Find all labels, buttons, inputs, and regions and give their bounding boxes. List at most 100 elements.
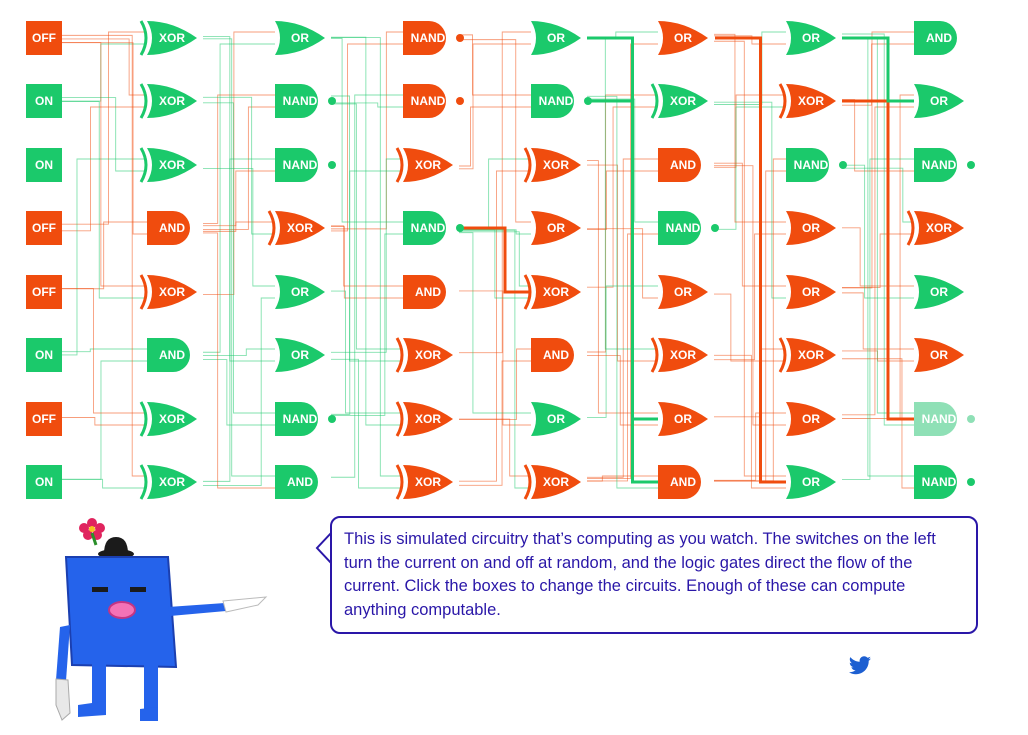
gate-label: OR — [674, 412, 692, 426]
switch-3[interactable]: ON — [26, 148, 62, 182]
switch-1[interactable]: OFF — [26, 21, 62, 55]
gate-c5-r6[interactable]: XOR — [650, 337, 708, 373]
switch-5[interactable]: OFF — [26, 275, 62, 309]
wire — [62, 348, 147, 353]
wire — [714, 412, 786, 481]
gate-c6-r5[interactable]: OR — [786, 275, 836, 309]
gate-c1-r6[interactable]: AND — [147, 338, 190, 372]
gate-c4-r3[interactable]: XOR — [523, 147, 581, 183]
wire — [331, 225, 403, 287]
gate-c6-r6[interactable]: XOR — [778, 337, 836, 373]
gate-c1-r1[interactable]: XOR — [139, 20, 197, 56]
gate-c4-r1[interactable]: OR — [531, 21, 581, 55]
gate-c3-r1[interactable]: NAND — [403, 21, 464, 55]
wire — [62, 42, 147, 235]
gate-c7-r7[interactable]: NAND — [914, 402, 975, 436]
gate-c5-r5[interactable]: OR — [658, 275, 708, 309]
gate-c5-r3[interactable]: AND — [658, 148, 701, 182]
gate-c5-r4[interactable]: NAND — [658, 211, 719, 245]
switch-4[interactable]: OFF — [26, 211, 62, 245]
gate-c2-r8[interactable]: AND — [275, 465, 318, 499]
gate-c1-r8[interactable]: XOR — [139, 464, 197, 500]
gate-c4-r2[interactable]: NAND — [531, 84, 592, 118]
gate-c1-r5[interactable]: XOR — [139, 274, 197, 310]
gate-c3-r4[interactable]: NAND — [403, 211, 464, 245]
gate-c3-r3[interactable]: XOR — [395, 147, 453, 183]
wire — [459, 360, 531, 486]
gate-c2-r7[interactable]: NAND — [275, 402, 336, 436]
gate-c6-r3[interactable]: NAND — [786, 148, 847, 182]
switch-8[interactable]: ON — [26, 465, 62, 499]
wire — [331, 358, 403, 489]
gate-c4-r5[interactable]: XOR — [523, 274, 581, 310]
wire — [331, 290, 403, 414]
wire — [842, 292, 914, 350]
wire — [203, 102, 275, 414]
switch-7[interactable]: OFF — [26, 402, 62, 436]
gate-label: XOR — [415, 475, 441, 489]
gate-c7-r4[interactable]: XOR — [906, 210, 964, 246]
hat-icon — [98, 537, 134, 559]
gate-c1-r2[interactable]: XOR — [139, 83, 197, 119]
gate-c7-r6[interactable]: OR — [914, 338, 964, 372]
gate-c5-r1[interactable]: OR — [658, 21, 708, 55]
gate-c2-r1[interactable]: OR — [275, 21, 325, 55]
wire — [331, 95, 403, 362]
gate-c7-r3[interactable]: NAND — [914, 148, 975, 182]
wire — [714, 31, 786, 105]
gate-c2-r5[interactable]: OR — [275, 275, 325, 309]
gate-c7-r8[interactable]: NAND — [914, 465, 975, 499]
gate-c1-r4[interactable]: AND — [147, 211, 190, 245]
gate-c3-r8[interactable]: XOR — [395, 464, 453, 500]
gate-c4-r4[interactable]: OR — [531, 211, 581, 245]
gate-label: OR — [802, 285, 820, 299]
gate-label: NAND — [539, 94, 574, 108]
gate-c3-r2[interactable]: NAND — [403, 84, 464, 118]
gate-c4-r6[interactable]: AND — [531, 338, 574, 372]
wire — [459, 39, 531, 223]
gate-c1-r3[interactable]: XOR — [139, 147, 197, 183]
gate-c6-r8[interactable]: OR — [786, 465, 836, 499]
gate-label: OR — [547, 31, 565, 45]
twitter-icon[interactable] — [848, 655, 872, 677]
circuit-board: OFF ON ON OFF OFF ON OFF ON XOR XOR XOR AND XOR AND X… — [26, 20, 975, 500]
switch-2[interactable]: ON — [26, 84, 62, 118]
gate-c7-r5[interactable]: OR — [914, 275, 964, 309]
gate-c6-r2[interactable]: XOR — [778, 83, 836, 119]
gate-c7-r2[interactable]: OR — [914, 84, 964, 118]
gate-c6-r4[interactable]: OR — [786, 211, 836, 245]
gate-c4-r7[interactable]: OR — [531, 402, 581, 436]
wire — [203, 38, 275, 477]
gate-c5-r2[interactable]: XOR — [650, 83, 708, 119]
wire — [331, 37, 403, 477]
gate-c5-r7[interactable]: OR — [658, 402, 708, 436]
gate-c1-r7[interactable]: XOR — [139, 401, 197, 437]
wire — [203, 168, 275, 287]
wire — [62, 221, 147, 290]
gate-c2-r2[interactable]: NAND — [275, 84, 336, 118]
gate-c5-r8[interactable]: AND — [658, 465, 701, 499]
wire — [62, 34, 147, 477]
gate-c6-r7[interactable]: OR — [786, 402, 836, 436]
gate-label: XOR — [415, 412, 441, 426]
wire — [587, 98, 658, 223]
wire — [203, 31, 275, 296]
wire — [62, 31, 147, 225]
gate-c7-r1[interactable]: AND — [914, 21, 957, 55]
gate-c2-r6[interactable]: OR — [275, 338, 325, 372]
gate-c3-r7[interactable]: XOR — [395, 401, 453, 437]
gate-c3-r6[interactable]: XOR — [395, 337, 453, 373]
wire — [714, 101, 786, 299]
gate-c3-r5[interactable]: AND — [403, 275, 446, 309]
gate-c2-r3[interactable]: NAND — [275, 148, 336, 182]
gate-c6-r1[interactable]: OR — [786, 21, 836, 55]
wire — [587, 94, 658, 353]
wire — [203, 232, 275, 489]
wire — [587, 170, 658, 231]
gate-label: XOR — [415, 158, 441, 172]
wire — [459, 43, 531, 170]
gate-c4-r8[interactable]: XOR — [523, 464, 581, 500]
gate-c2-r4[interactable]: XOR — [267, 210, 325, 246]
gate-label: XOR — [926, 221, 952, 235]
switch-6[interactable]: ON — [26, 338, 62, 372]
